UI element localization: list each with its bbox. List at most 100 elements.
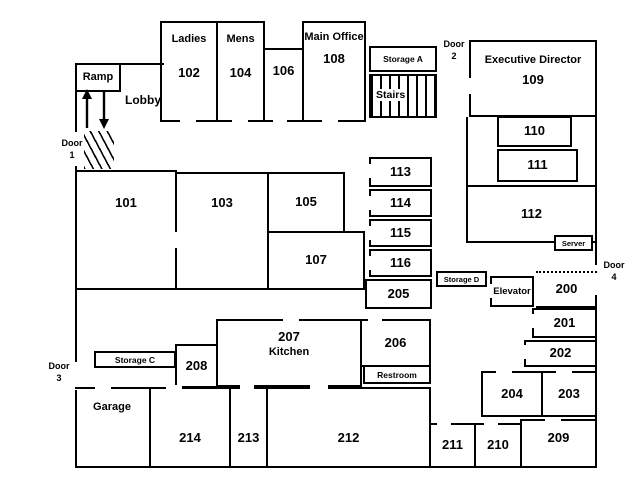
room-214: 214 — [149, 387, 231, 468]
door-gap — [368, 226, 372, 240]
ramp-label: Ramp — [82, 71, 114, 84]
door-gap — [531, 314, 535, 328]
room-107: 107 — [267, 231, 365, 290]
room-name: Executive Director — [484, 54, 582, 66]
door-gap — [283, 317, 299, 321]
restroom-label: Restroom — [377, 369, 417, 380]
room-number: 111 — [527, 157, 548, 173]
room-207-kitchen: 207 Kitchen — [216, 319, 362, 387]
room-200: 200 — [536, 271, 597, 308]
room-number: 114 — [390, 194, 411, 210]
door-word: Door — [48, 361, 70, 371]
room-202: 202 — [524, 340, 597, 367]
room-209: 209 — [520, 419, 597, 468]
room-number: 105 — [295, 194, 317, 210]
storage-a-label: Storage A — [383, 54, 423, 64]
room-115: 115 — [369, 219, 432, 247]
room-number: 211 — [442, 437, 463, 453]
door-gap — [468, 78, 472, 94]
wall-corridor-110 — [466, 117, 468, 187]
storage-d-label: Storage D — [443, 274, 480, 284]
room-name: Kitchen — [268, 346, 310, 359]
door-3-label: Door 3 — [42, 360, 76, 384]
door-gap — [166, 385, 182, 389]
room-112: 112 — [466, 185, 597, 243]
room-number: 209 — [547, 430, 570, 445]
room-number: 205 — [387, 285, 410, 301]
room-110: 110 — [497, 116, 572, 147]
door-number: 3 — [56, 373, 62, 384]
server-label: Server — [561, 238, 586, 248]
door-gap — [484, 421, 498, 425]
room-number: 103 — [211, 195, 233, 210]
wall-left-lower — [75, 390, 77, 468]
door-gap — [180, 119, 196, 123]
room-210: 210 — [474, 423, 522, 468]
door-gap — [232, 119, 248, 123]
room-203: 203 — [541, 371, 597, 417]
room-204: 204 — [481, 371, 543, 417]
area-garage: Garage — [75, 387, 151, 468]
door-gap — [437, 421, 451, 425]
room-201: 201 — [532, 308, 597, 338]
room-116: 116 — [369, 249, 432, 277]
door-gap — [240, 385, 254, 389]
door-gap — [175, 232, 179, 248]
room-number: 106 — [272, 63, 295, 78]
room-name: Ladies — [171, 33, 207, 45]
door-word: Door — [603, 260, 625, 270]
door-gap — [273, 119, 287, 123]
room-205: 205 — [365, 279, 432, 309]
room-number: 110 — [524, 123, 545, 139]
door-number: 2 — [451, 51, 457, 62]
area-storage-c: Storage C — [94, 351, 176, 368]
door-gap — [310, 385, 328, 389]
room-102: Ladies 102 — [160, 21, 218, 122]
room-name: Main Office — [304, 31, 364, 43]
room-number: 212 — [337, 430, 360, 445]
room-number: 203 — [558, 385, 580, 401]
room-number: 204 — [501, 385, 523, 401]
storage-c-label: Storage C — [114, 354, 156, 365]
ramp-direction-arrows-icon — [82, 89, 109, 129]
room-number: 104 — [229, 64, 252, 80]
room-103: 103 — [175, 172, 269, 290]
room-206: 206 — [360, 319, 431, 367]
door-gap — [545, 417, 561, 421]
door-gap — [368, 256, 372, 270]
room-208: 208 — [175, 344, 218, 388]
stairs-label: Stairs — [374, 89, 408, 101]
door-gap — [523, 345, 527, 359]
door-gap — [95, 385, 111, 389]
room-number: 201 — [553, 314, 576, 330]
room-number: 200 — [555, 281, 578, 297]
wall-left-upper — [75, 92, 77, 132]
door-gap — [368, 196, 372, 210]
garage-label: Garage — [93, 401, 131, 413]
room-number: 108 — [323, 50, 345, 66]
room-104: Mens 104 — [216, 21, 265, 122]
room-114: 114 — [369, 189, 432, 217]
wall-right-upper — [595, 40, 597, 265]
room-number: 214 — [179, 430, 201, 445]
room-number: 112 — [521, 205, 542, 221]
door-gap — [556, 369, 572, 373]
door-gap — [489, 284, 493, 298]
door-gap — [496, 369, 512, 373]
door-4-label: Door 4 — [597, 259, 631, 283]
area-elevator: Elevator — [490, 276, 534, 307]
area-restroom: Restroom — [363, 365, 431, 384]
room-113: 113 — [369, 157, 432, 187]
area-storage-a: Storage A — [369, 46, 437, 72]
area-ramp: Ramp — [75, 63, 121, 92]
room-number: 208 — [185, 357, 208, 373]
door-2-label: Door 2 — [436, 38, 472, 62]
door-number: 1 — [69, 150, 75, 161]
room-105: 105 — [267, 172, 345, 233]
door-1-label: Door 1 — [55, 137, 89, 161]
room-number: 109 — [522, 71, 544, 87]
room-number: 107 — [305, 252, 327, 268]
room-212: 212 — [266, 387, 431, 468]
area-server: Server — [554, 235, 593, 251]
